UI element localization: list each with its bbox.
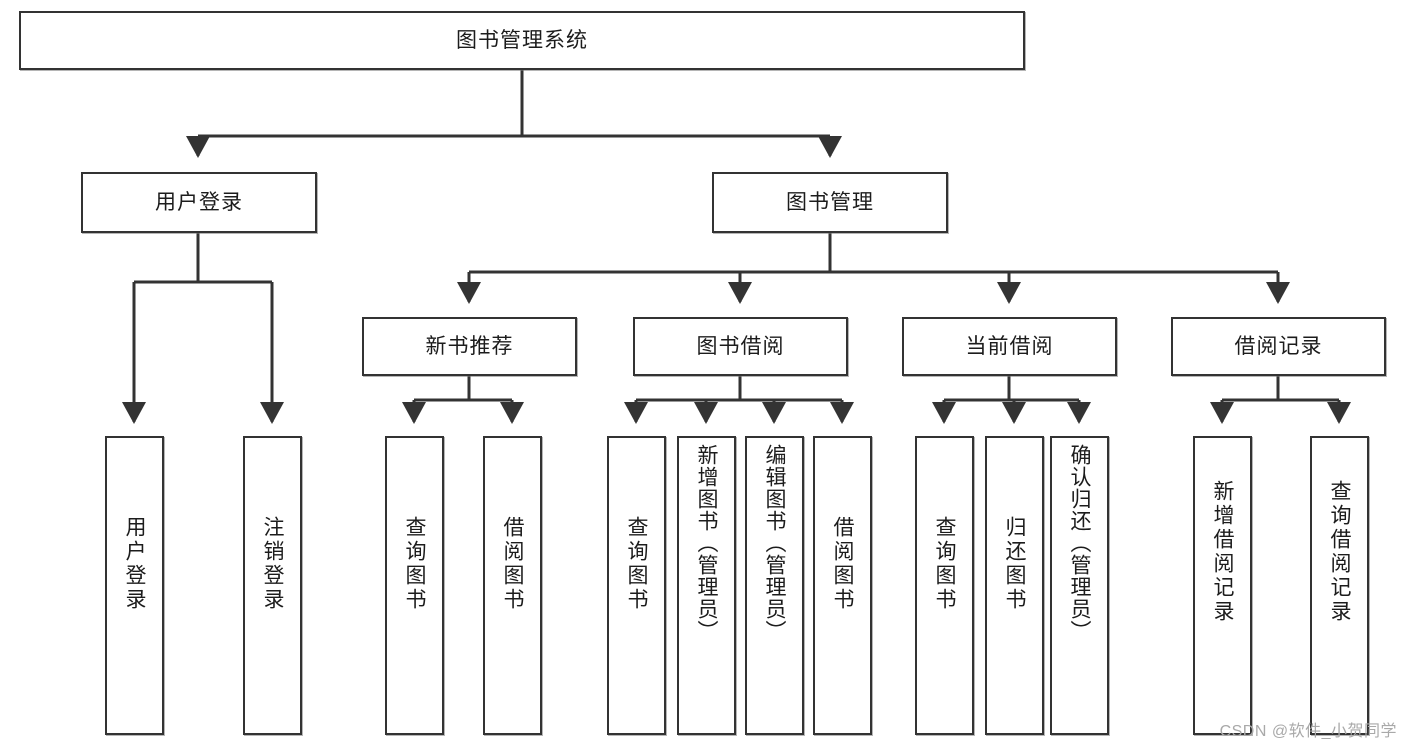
node-leaf-user-login-label: 用户登录 <box>123 516 147 612</box>
node-leaf-user-login[interactable]: 用户登录 <box>105 436 164 735</box>
node-book-manage[interactable]: 图书管理 <box>712 172 948 233</box>
node-leaf-query-book-3[interactable]: 查询图书 <box>915 436 974 735</box>
node-leaf-return-book[interactable]: 归还图书 <box>985 436 1044 735</box>
node-leaf-query-book-1[interactable]: 查询图书 <box>385 436 444 735</box>
node-leaf-borrow-book-1-label: 借阅图书 <box>501 516 525 612</box>
node-leaf-borrow-book-2[interactable]: 借阅图书 <box>813 436 872 735</box>
node-borrow-record-label: 借阅记录 <box>1234 334 1323 358</box>
node-book-manage-label: 图书管理 <box>786 190 874 214</box>
node-leaf-confirm-return-label: 确认归还（管理员） <box>1068 444 1092 642</box>
node-leaf-add-book-label: 新增图书（管理员） <box>695 444 719 642</box>
node-leaf-edit-book-label: 编辑图书（管理员） <box>763 444 787 642</box>
node-new-book-recommend-label: 新书推荐 <box>425 334 514 358</box>
node-leaf-query-book-2-label: 查询图书 <box>625 516 649 612</box>
node-borrow-record[interactable]: 借阅记录 <box>1171 317 1386 376</box>
node-leaf-borrow-book-1[interactable]: 借阅图书 <box>483 436 542 735</box>
node-leaf-borrow-book-2-label: 借阅图书 <box>831 516 855 612</box>
node-user-login-label: 用户登录 <box>155 190 243 214</box>
node-leaf-query-record-label: 查询借阅记录 <box>1328 480 1352 624</box>
node-book-borrow-label: 图书借阅 <box>696 334 785 358</box>
node-user-login[interactable]: 用户登录 <box>81 172 317 233</box>
node-leaf-query-book-2[interactable]: 查询图书 <box>607 436 666 735</box>
node-root-label: 图书管理系统 <box>456 28 588 52</box>
node-new-book-recommend[interactable]: 新书推荐 <box>362 317 577 376</box>
node-book-borrow[interactable]: 图书借阅 <box>633 317 848 376</box>
node-leaf-edit-book[interactable]: 编辑图书（管理员） <box>745 436 804 735</box>
watermark-text: CSDN @软件_小贺同学 <box>1219 723 1397 740</box>
node-leaf-query-record[interactable]: 查询借阅记录 <box>1310 436 1369 735</box>
node-leaf-logout-label: 注销登录 <box>261 516 285 612</box>
node-root[interactable]: 图书管理系统 <box>19 11 1025 70</box>
node-leaf-logout[interactable]: 注销登录 <box>243 436 302 735</box>
node-leaf-add-book[interactable]: 新增图书（管理员） <box>677 436 736 735</box>
node-current-borrow[interactable]: 当前借阅 <box>902 317 1117 376</box>
node-current-borrow-label: 当前借阅 <box>965 334 1054 358</box>
node-leaf-add-record[interactable]: 新增借阅记录 <box>1193 436 1252 735</box>
node-leaf-query-book-3-label: 查询图书 <box>933 516 957 612</box>
node-leaf-add-record-label: 新增借阅记录 <box>1211 480 1235 624</box>
node-leaf-query-book-1-label: 查询图书 <box>403 516 427 612</box>
node-leaf-confirm-return[interactable]: 确认归还（管理员） <box>1050 436 1109 735</box>
node-leaf-return-book-label: 归还图书 <box>1003 516 1027 612</box>
